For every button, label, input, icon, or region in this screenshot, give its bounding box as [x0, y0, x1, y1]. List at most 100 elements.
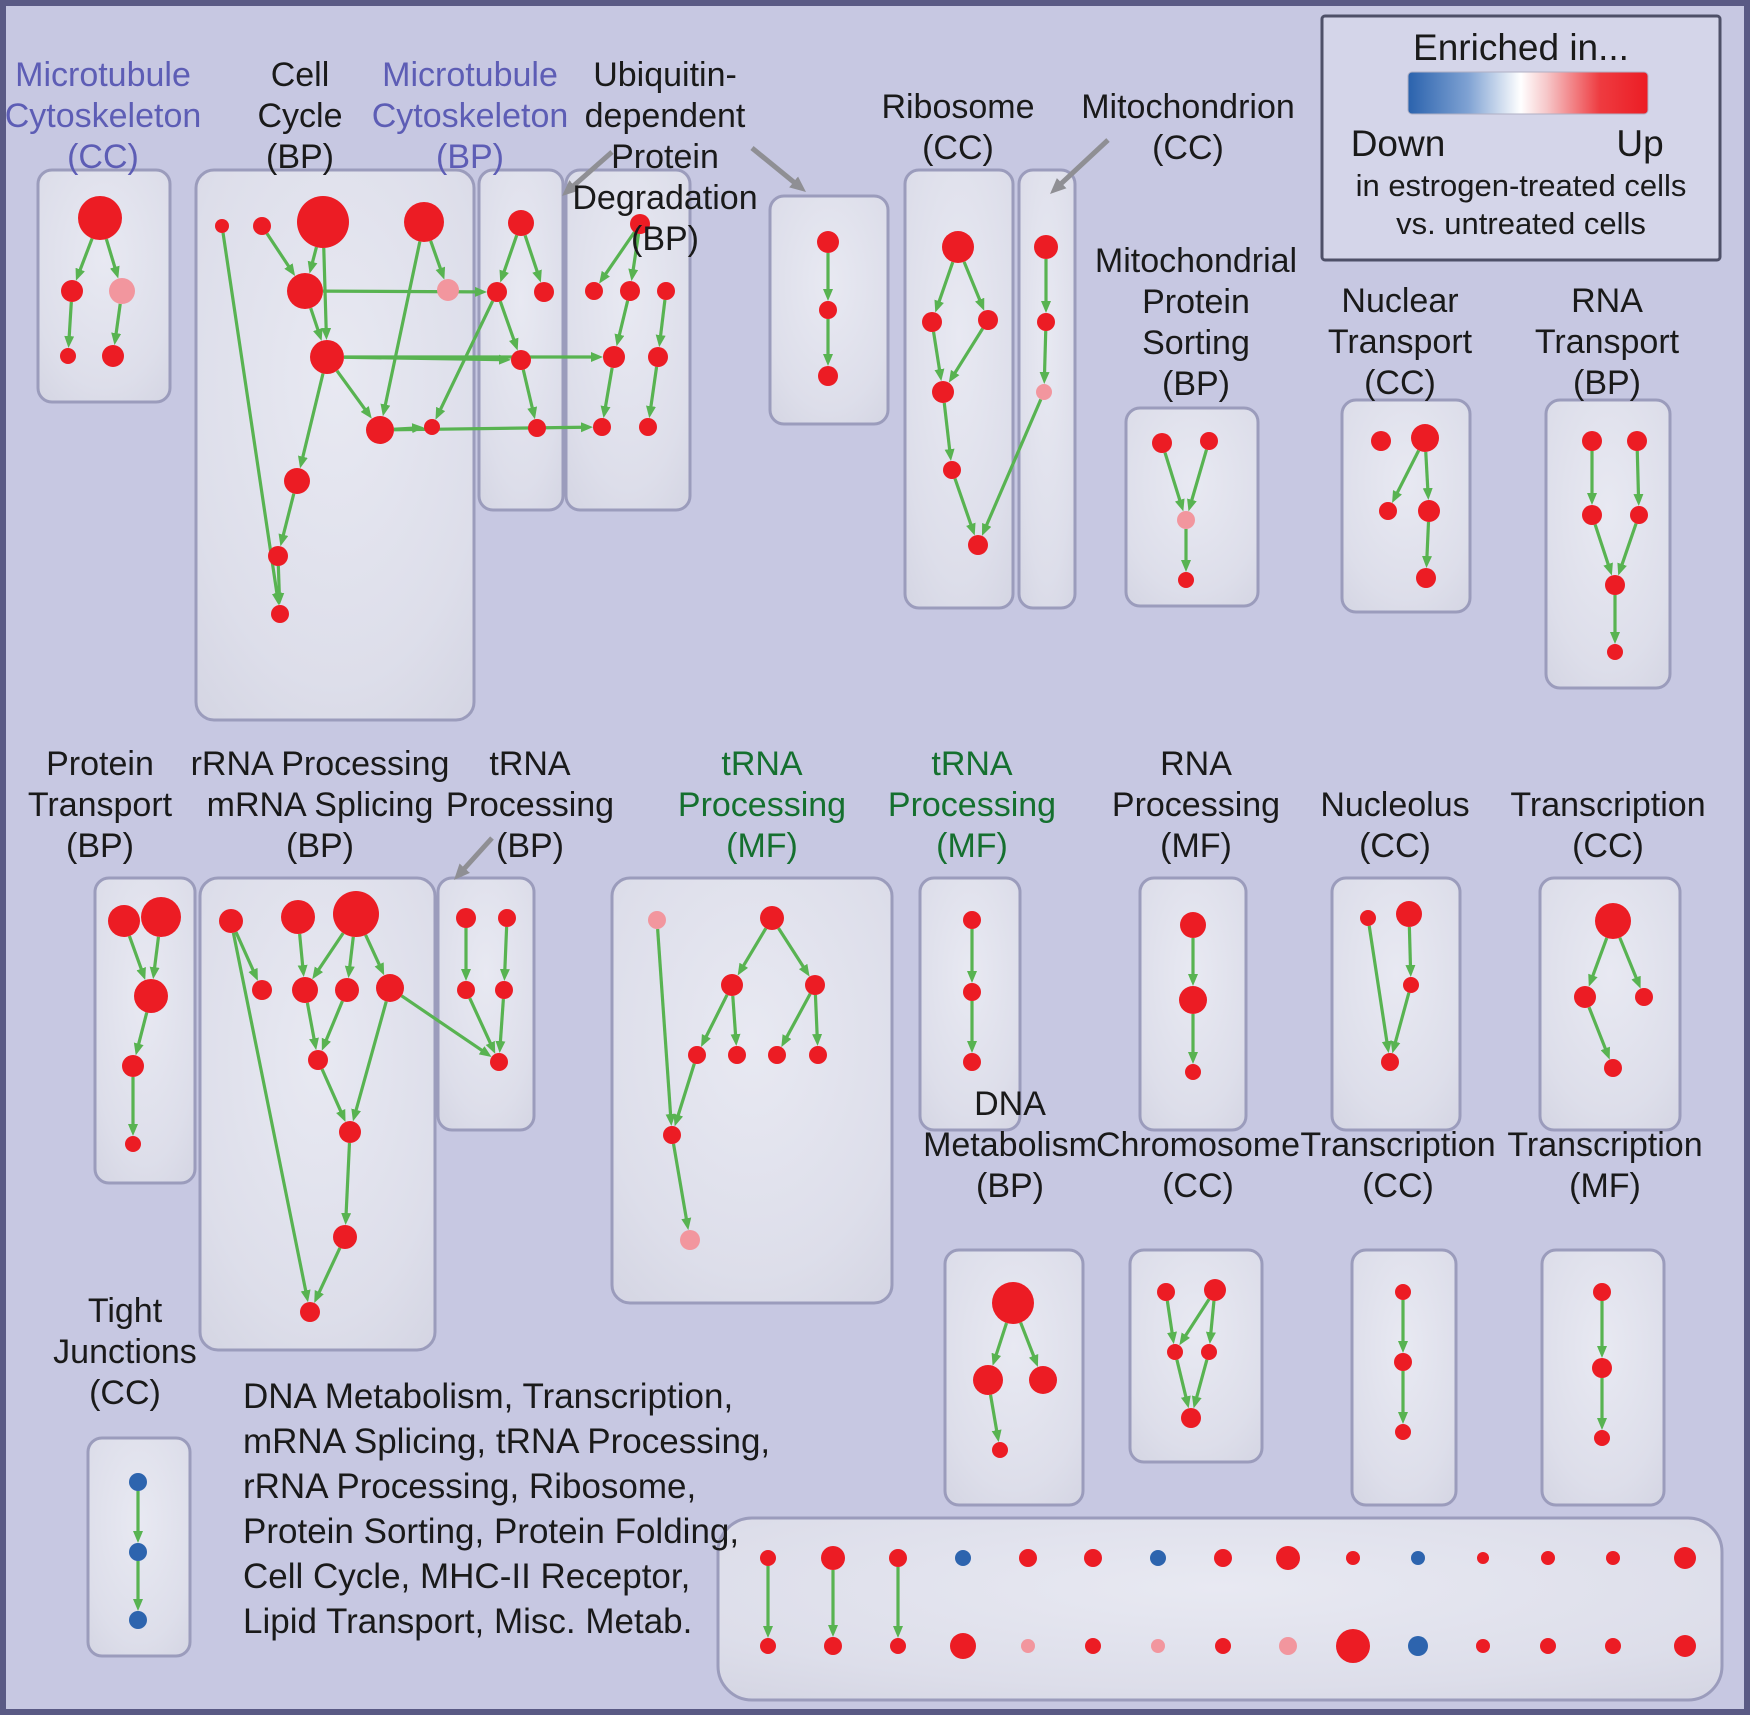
go-term-node-x9b	[1279, 1637, 1297, 1655]
go-term-node-i1	[1371, 431, 1391, 451]
cluster-box-chromosome-cc	[1128, 1248, 1264, 1464]
go-term-node-l9	[339, 1121, 361, 1143]
go-term-node-f6	[968, 535, 988, 555]
edge-d3-d5	[614, 300, 630, 347]
go-term-node-f2	[922, 312, 942, 332]
go-term-node-b3	[297, 196, 349, 248]
edge-n3-n6	[730, 995, 741, 1047]
edge-j4-j5	[1617, 522, 1638, 576]
go-term-node-t3	[1167, 1344, 1183, 1360]
go-term-node-x1t	[760, 1550, 776, 1566]
edge-b10-b11	[274, 565, 285, 606]
go-term-node-w2	[129, 1543, 147, 1561]
go-term-node-v2	[1592, 1358, 1612, 1378]
cluster-label-mitochondrion-cc: Mitochondrion(CC)	[1081, 88, 1295, 167]
go-term-node-j5	[1605, 575, 1625, 595]
go-term-node-g2	[1037, 313, 1055, 331]
cluster-box-misc-cluster	[716, 1516, 1724, 1702]
go-term-node-p1	[1180, 912, 1206, 938]
go-term-node-x10b	[1336, 1629, 1370, 1663]
edge-t4-t5	[1191, 1359, 1209, 1409]
edge-l8-l9	[320, 1068, 346, 1122]
legend-gradient-bar	[1407, 71, 1649, 115]
cluster-box-trna-processing-mf-small	[918, 876, 1022, 1132]
go-term-node-d2	[585, 282, 603, 300]
go-term-node-g3	[1036, 384, 1052, 400]
edge-s2-s4	[988, 1394, 1002, 1443]
edge-n4-n8	[812, 994, 823, 1047]
go-term-node-r1	[1595, 903, 1631, 939]
go-term-node-h1	[1152, 433, 1172, 453]
legend-caption-line-1: in estrogen-treated cells	[1356, 168, 1687, 203]
edge-k1-k3	[127, 935, 146, 981]
edge-f2-f4	[931, 331, 945, 382]
cluster-box-dna-metabolism-bp	[943, 1248, 1085, 1507]
go-term-node-t1	[1157, 1283, 1175, 1301]
edge-b1-b11	[221, 232, 282, 606]
go-term-node-b5	[287, 273, 323, 309]
go-term-node-a4	[60, 348, 76, 364]
go-term-node-b4	[404, 202, 444, 242]
go-term-node-j2	[1627, 431, 1647, 451]
go-term-node-s1	[992, 1282, 1034, 1324]
go-term-node-l8	[308, 1050, 328, 1070]
go-term-node-n2	[760, 906, 784, 930]
misc-cluster-note: DNA Metabolism, Transcription,mRNA Splic…	[243, 1377, 770, 1641]
go-term-node-j6	[1607, 644, 1623, 660]
go-term-node-t2	[1204, 1279, 1226, 1301]
go-term-node-i4	[1418, 500, 1440, 522]
go-term-node-s4	[992, 1442, 1008, 1458]
go-term-node-m2	[498, 909, 516, 927]
go-term-node-x9t	[1276, 1546, 1300, 1570]
trna-bp-arrow	[454, 836, 494, 880]
edge-l3-l5	[312, 932, 345, 980]
edge-s1-s2	[991, 1322, 1009, 1366]
go-term-node-x12t	[1477, 1552, 1489, 1564]
edge-m4-m5	[495, 998, 506, 1054]
edge-h1-h3	[1163, 452, 1185, 512]
go-term-node-x6b	[1085, 1638, 1101, 1654]
cluster-label-chromosome-cc: Chromosome(CC)	[1096, 1126, 1300, 1205]
cluster-box-nuclear-transport-cc	[1340, 398, 1472, 614]
edge-l3-l7	[364, 934, 385, 976]
edge-c1-c2	[499, 234, 519, 283]
cluster-box-ribosome-cc	[903, 168, 1015, 610]
go-term-node-j4	[1630, 506, 1648, 524]
go-term-node-b8	[366, 416, 394, 444]
edge-t1-t3	[1165, 1300, 1177, 1345]
edge-a3-a5	[111, 303, 122, 346]
go-term-node-t4	[1201, 1344, 1217, 1360]
go-term-node-n1	[648, 911, 666, 929]
go-term-node-j3	[1582, 505, 1602, 525]
go-term-node-p2	[1179, 986, 1207, 1014]
edge-b4-b8	[380, 241, 422, 417]
edge-d5-d7	[600, 367, 614, 419]
go-term-node-s2	[973, 1365, 1003, 1395]
edge-b4-b6	[429, 240, 446, 280]
go-term-node-f5	[943, 461, 961, 479]
go-term-node-i5	[1416, 568, 1436, 588]
go-term-node-r3	[1635, 988, 1653, 1006]
go-term-node-u1	[1395, 1284, 1411, 1300]
go-term-node-c1	[508, 210, 534, 236]
go-term-node-k1	[108, 905, 140, 937]
go-term-node-x2b	[824, 1637, 842, 1655]
edge-c2-c4	[498, 300, 519, 351]
go-term-node-l10	[333, 1225, 357, 1249]
go-term-node-d4	[657, 282, 675, 300]
go-term-node-n5	[688, 1046, 706, 1064]
go-term-node-l5	[292, 977, 318, 1003]
go-term-node-n6	[728, 1046, 746, 1064]
go-term-node-d8	[639, 418, 657, 436]
go-term-node-x11t	[1411, 1551, 1425, 1565]
go-term-node-x8t	[1214, 1549, 1232, 1567]
go-term-node-x5t	[1019, 1549, 1037, 1567]
edge-j2-j4	[1633, 450, 1644, 507]
